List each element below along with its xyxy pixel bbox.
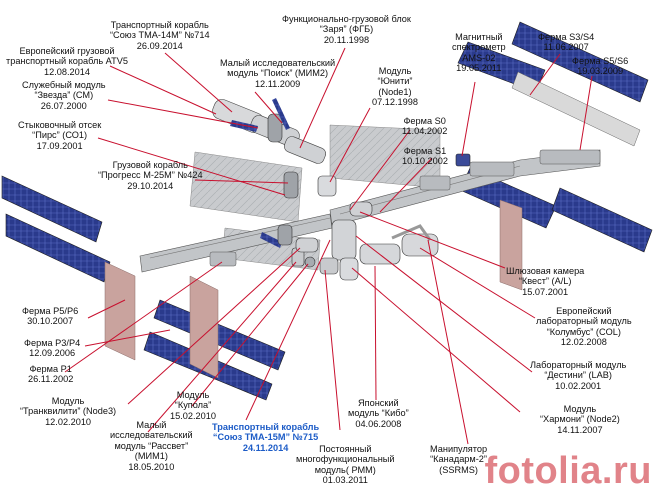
progress-module [283, 171, 299, 199]
canadarm2 [391, 224, 432, 241]
s3s4-segment [469, 161, 515, 177]
label-cupola: Модуль“Купола”15.02.2010 [170, 390, 216, 421]
quest-airlock [349, 201, 373, 217]
soyuz-panel-2 [272, 98, 290, 130]
label-tranquility: Модуль“Транквилити” (Node3)12.02.2010 [20, 396, 117, 427]
s1-segment [419, 175, 451, 191]
destiny-lab [331, 219, 357, 261]
leader-lines [64, 47, 593, 445]
pirs-module [277, 224, 293, 246]
label-zvezda: Служебный модуль“Звезда” (СМ)26.07.2000 [22, 80, 106, 111]
label-zarya: Функционально-грузовой блок“Заря” (ФГБ)2… [282, 14, 411, 45]
russian-segment [212, 98, 326, 267]
zarya-module [284, 136, 326, 164]
pmm-module [319, 257, 339, 275]
s6-solar-array-upper [511, 21, 649, 103]
s-radiator-vertical [499, 199, 523, 291]
unity-node [317, 175, 337, 197]
p6-solar-array-upper [1, 175, 103, 243]
p1-segment [209, 251, 237, 267]
p-radiator-vertical [104, 261, 136, 361]
p6-solar-array-lower [5, 213, 111, 283]
s6-array-frame [511, 71, 641, 147]
progress-panel [260, 232, 282, 248]
soyuz-module [267, 113, 283, 143]
label-pirs: Стыковочный отсек“Пирс” (СО1)17.09.2001 [18, 120, 102, 151]
s6-solar-array-lower [551, 187, 653, 253]
columbus-lab [401, 233, 439, 257]
label-quest-airlock: Шлюзовая камера“Квест” (A/L)15.07.2001 [506, 266, 585, 297]
p-radiator-vertical-2 [189, 275, 219, 379]
us-segment [209, 149, 601, 281]
label-harmony: Модуль“Хармони” (Node2)14.11.2007 [540, 404, 620, 435]
p4-solar-array-upper [153, 299, 286, 371]
label-canadarm2: Манипулятор“Канадарм-2”(SSRMS) [430, 444, 488, 475]
watermark: fotolia.ru [484, 450, 652, 492]
label-destiny: Лабораторный модуль“Дестини” (LAB)10.02.… [530, 360, 627, 391]
s5s6-segment [539, 149, 601, 165]
harmony-node [339, 257, 359, 281]
soyuz-panel [230, 120, 258, 132]
ams-02 [455, 153, 471, 167]
tranquility-node [295, 237, 319, 253]
label-unity: Модуль“Юнити”(Node1)07.12.1998 [372, 66, 418, 108]
